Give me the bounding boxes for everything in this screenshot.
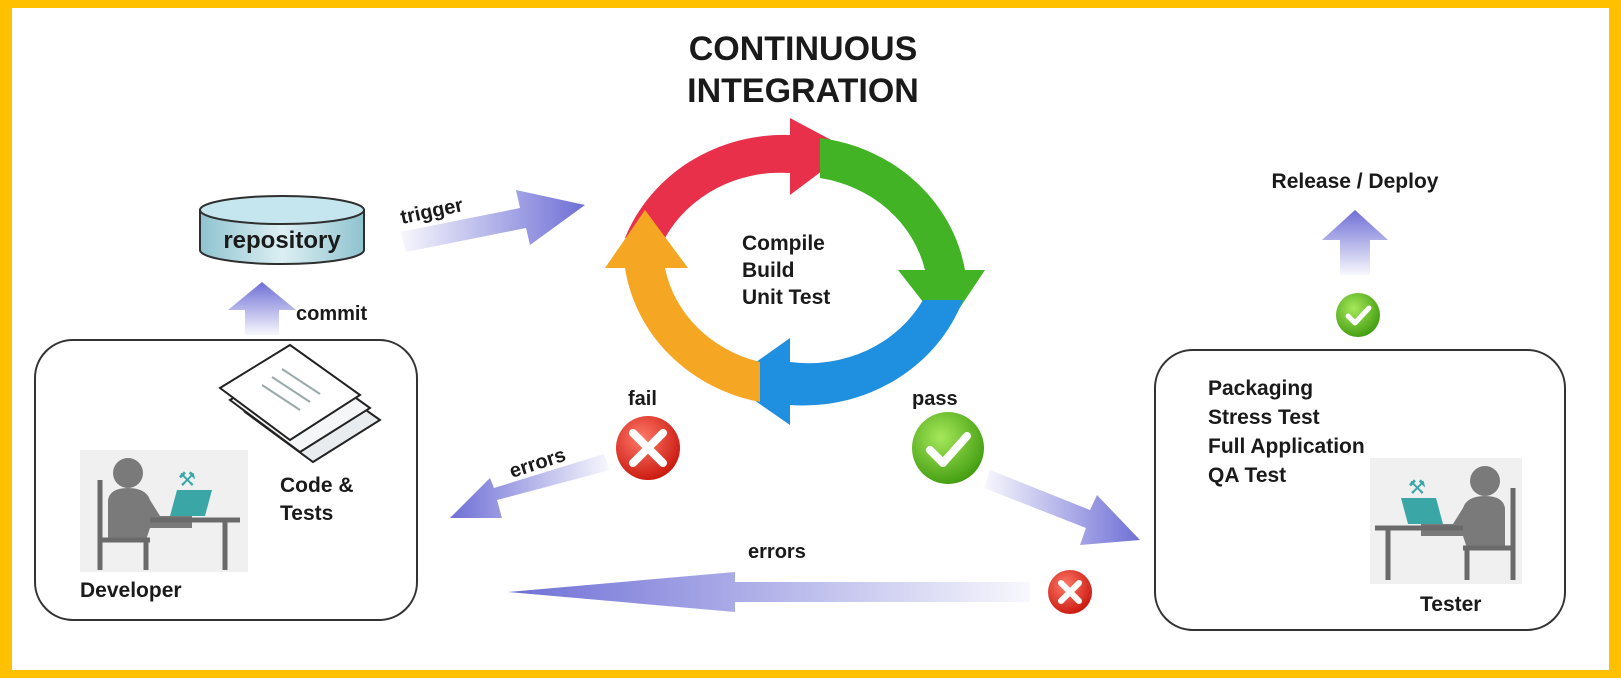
svg-text:⚒: ⚒ bbox=[178, 467, 196, 491]
fail-label: fail bbox=[628, 388, 657, 410]
release-section: Release / Deploy bbox=[1272, 170, 1439, 337]
cycle-step-unit-test: Unit Test bbox=[742, 286, 830, 309]
developer-figure-icon: ⚒ bbox=[80, 450, 248, 572]
tester-task-full-application: Full Application bbox=[1208, 435, 1365, 458]
tester-label: Tester bbox=[1420, 593, 1481, 616]
release-check-icon bbox=[1336, 293, 1380, 337]
developer-box: Code & Tests ⚒ Developer bbox=[34, 339, 418, 621]
commit-label: commit bbox=[296, 303, 367, 325]
frame-border-bottom bbox=[0, 670, 1621, 678]
fail-indicator: fail bbox=[616, 388, 680, 480]
tester-task-qa-test: QA Test bbox=[1208, 464, 1286, 487]
pass-arrow bbox=[984, 470, 1140, 545]
tester-fail-indicator bbox=[1048, 570, 1092, 614]
pass-indicator: pass bbox=[912, 388, 984, 484]
tester-box: Packaging Stress Test Full Application Q… bbox=[1154, 349, 1566, 631]
cycle-arrow-red bbox=[625, 118, 850, 238]
pass-check-icon bbox=[912, 412, 984, 484]
repository-cylinder: repository bbox=[199, 195, 365, 265]
repository-label: repository bbox=[223, 227, 341, 254]
errors-arrow-upper: errors bbox=[450, 444, 610, 518]
ci-cycle: Compile Build Unit Test bbox=[605, 118, 985, 425]
cycle-arrow-green bbox=[820, 138, 985, 330]
tester-task-packaging: Packaging bbox=[1208, 377, 1313, 400]
code-documents-icon bbox=[218, 343, 382, 464]
frame-border-top bbox=[0, 0, 1621, 8]
tester-task-stress-test: Stress Test bbox=[1208, 406, 1320, 429]
trigger-arrow: trigger bbox=[398, 190, 585, 252]
code-tests-line-2: Tests bbox=[280, 502, 333, 525]
cycle-arrow-blue bbox=[728, 300, 963, 425]
release-arrow bbox=[1322, 210, 1388, 275]
cycle-arrow-orange bbox=[605, 210, 760, 402]
title-line-2: INTEGRATION bbox=[687, 72, 919, 110]
errors-lower-label: errors bbox=[748, 541, 806, 563]
commit-arrow: commit bbox=[228, 282, 367, 335]
frame-border-right bbox=[1609, 0, 1621, 678]
pass-label: pass bbox=[912, 388, 958, 410]
code-tests-line-1: Code & bbox=[280, 474, 354, 497]
title-line-1: CONTINUOUS bbox=[689, 30, 918, 68]
frame-border-left bbox=[0, 0, 12, 678]
developer-label: Developer bbox=[80, 579, 182, 602]
release-label: Release / Deploy bbox=[1272, 170, 1439, 193]
cycle-step-compile: Compile bbox=[742, 232, 825, 255]
errors-arrow-lower: errors bbox=[508, 541, 1030, 612]
tester-figure-icon: ⚒ bbox=[1370, 458, 1522, 584]
svg-text:⚒: ⚒ bbox=[1408, 475, 1426, 499]
cycle-step-build: Build bbox=[742, 259, 795, 282]
